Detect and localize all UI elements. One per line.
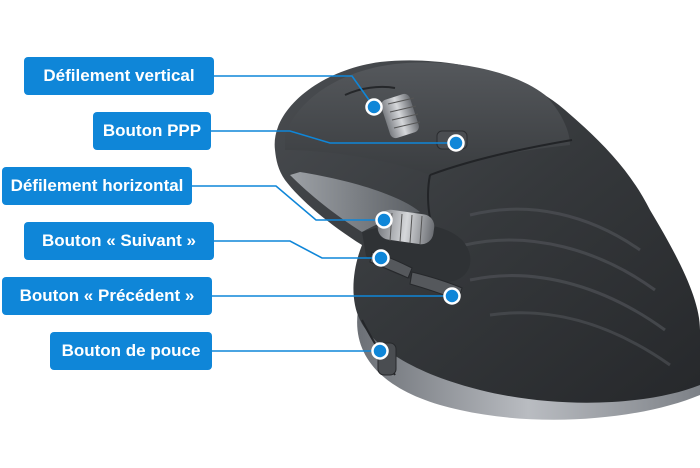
callout-vertical-scroll: Défilement vertical bbox=[24, 57, 214, 95]
vertical-scroll-wheel bbox=[381, 93, 421, 139]
marker-prev bbox=[443, 287, 461, 305]
callout-horizontal-scroll: Défilement horizontal bbox=[2, 167, 192, 205]
callout-thumb-button: Bouton de pouce bbox=[50, 332, 212, 370]
marker-horizontal bbox=[375, 211, 393, 229]
callout-previous-button: Bouton « Précédent » bbox=[2, 277, 212, 315]
marker-ppp bbox=[447, 134, 465, 152]
leader-vertical bbox=[214, 75, 375, 108]
callout-next-button: Bouton « Suivant » bbox=[24, 222, 214, 260]
leader-ppp bbox=[211, 130, 456, 144]
leader-horizontal bbox=[192, 185, 384, 221]
marker-thumb bbox=[371, 342, 389, 360]
marker-vertical bbox=[365, 98, 383, 116]
leader-next bbox=[214, 240, 381, 259]
callout-dpi-button: Bouton PPP bbox=[93, 112, 211, 150]
marker-next bbox=[372, 249, 390, 267]
